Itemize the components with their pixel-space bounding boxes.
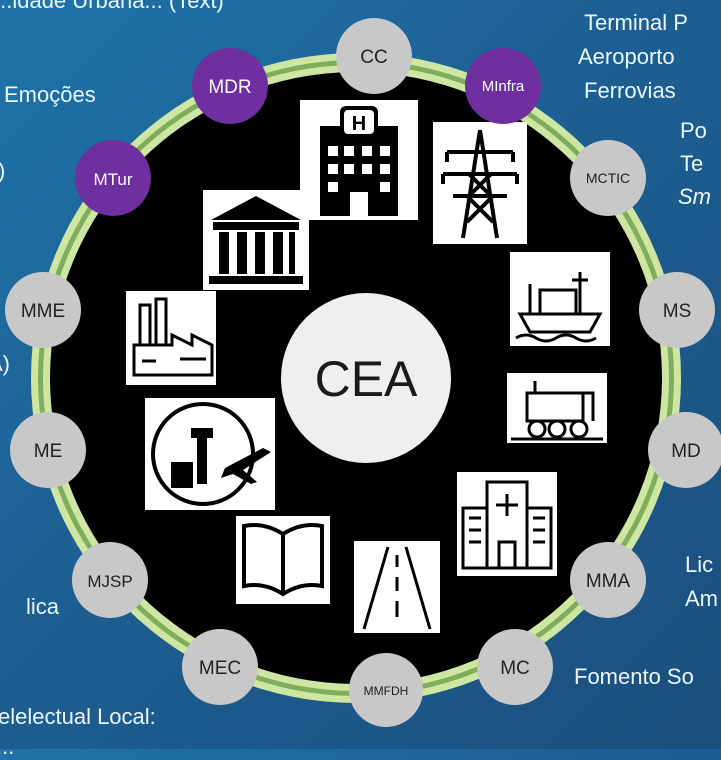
side-text-am: Am — [685, 586, 718, 611]
node-mctic: MCTIC — [570, 140, 646, 216]
node-label-mtur: MTur — [93, 170, 132, 189]
node-label-mdr: MDR — [208, 77, 251, 98]
node-circle-md — [648, 412, 721, 488]
side-text-aeroporto: Aeroporto — [578, 44, 675, 69]
government-building-icon — [203, 190, 309, 290]
node-mma: MMA — [570, 542, 646, 618]
node-circle-mctic — [570, 140, 646, 216]
ship-icon — [510, 252, 610, 346]
node-mdr: MDR — [192, 48, 268, 124]
node-mjsp: MJSP — [72, 542, 148, 618]
book-icon — [236, 516, 330, 604]
node-label-minfra: MInfra — [482, 78, 525, 95]
node-md: MD — [648, 412, 721, 488]
node-circle-ms — [639, 272, 715, 348]
node-label-mc: MC — [500, 658, 530, 679]
hospital-icon — [457, 472, 557, 576]
node-circle-mdr — [192, 48, 268, 124]
road-icon — [354, 541, 440, 633]
node-mmfdh: MMFDH — [349, 653, 423, 727]
node-minfra: MInfra — [465, 48, 541, 124]
node-label-mma: MMA — [586, 571, 631, 592]
side-text-terminal: Terminal P — [584, 10, 688, 35]
factory-icon — [126, 291, 216, 385]
node-circle-mjsp — [72, 542, 148, 618]
center-label: CEA — [315, 351, 418, 407]
node-label-cc: CC — [360, 47, 387, 68]
svg-text:H: H — [352, 113, 366, 135]
side-text-paren-close-1: ) — [0, 158, 5, 184]
node-circle-cc — [336, 18, 412, 94]
side-text-po: Po — [680, 118, 707, 143]
node-label-mjsp: MJSP — [87, 572, 132, 591]
node-mec: MEC — [182, 629, 258, 705]
node-circle-mtur — [75, 140, 151, 216]
node-label-ms: MS — [663, 301, 692, 322]
side-text-emocoes: Emoções — [4, 82, 96, 107]
side-text-intelectual: elelectual Local: — [0, 704, 156, 729]
node-circle-mec — [182, 629, 258, 705]
node-label-mmfdh: MMFDH — [364, 684, 409, 698]
node-label-mme: MME — [21, 301, 65, 322]
node-circle-minfra — [465, 48, 541, 124]
node-circle-mme — [5, 272, 81, 348]
side-text-lica: lica — [26, 594, 60, 619]
hospital-building-icon: H — [300, 100, 418, 220]
side-text-ferrovias: Ferrovias — [584, 78, 676, 103]
train-icon — [507, 373, 607, 443]
side-text-sm: Sm — [678, 184, 711, 209]
node-mc: MC — [477, 629, 553, 705]
side-text-lic: Lic — [685, 552, 714, 577]
power-tower-icon — [433, 122, 527, 244]
node-mtur: MTur — [75, 140, 151, 216]
node-ms: MS — [639, 272, 715, 348]
node-mme: MME — [5, 272, 81, 348]
node-circle-mc — [477, 629, 553, 705]
node-label-mec: MEC — [199, 658, 241, 679]
node-label-md: MD — [671, 441, 701, 462]
node-label-me: ME — [34, 441, 63, 462]
center-circle — [281, 293, 451, 463]
node-cc: CC — [336, 18, 412, 94]
node-label-mctic: MCTIC — [586, 170, 630, 186]
side-text-fomento: Fomento So — [574, 664, 694, 689]
node-circle-me — [10, 412, 86, 488]
node-circle-mmfdh — [349, 653, 423, 727]
side-text-paren-close-2: A) — [0, 351, 10, 376]
node-me: ME — [10, 412, 86, 488]
side-text-te: Te — [680, 151, 704, 176]
node-circle-mma — [570, 542, 646, 618]
airport-icon — [145, 398, 275, 510]
side-text-top-left: ...idade Urbana... (Text) — [0, 0, 224, 13]
